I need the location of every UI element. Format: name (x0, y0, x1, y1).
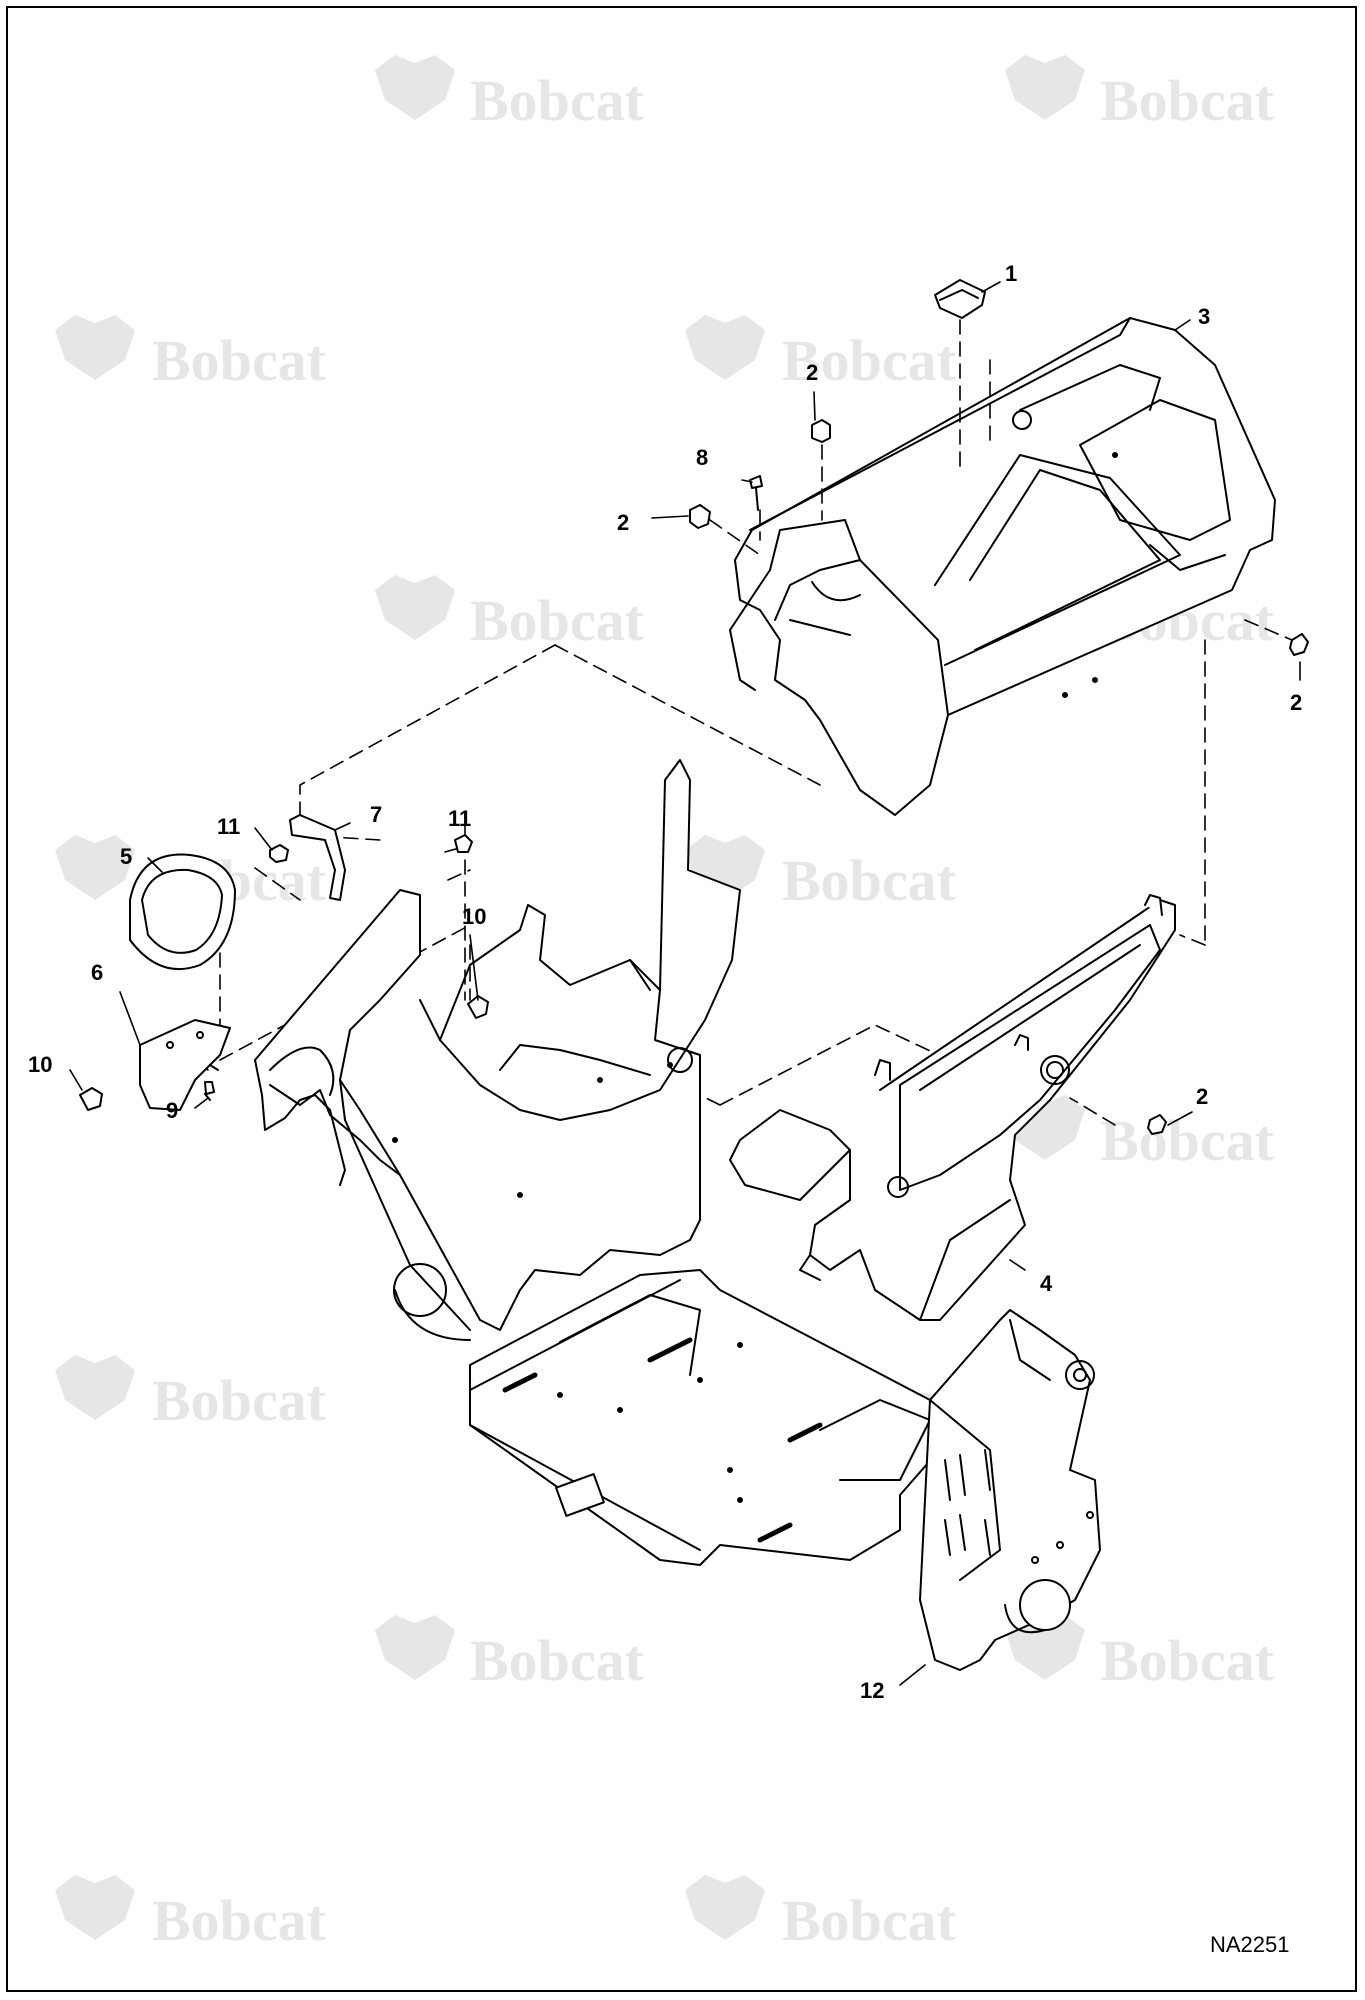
drawing-number: NA2251 (1210, 1932, 1290, 1957)
callout-7: 7 (370, 802, 383, 827)
svg-text:Bobcat: Bobcat (1100, 1628, 1275, 1693)
svg-text:Bobcat: Bobcat (782, 328, 957, 393)
floor-plate-part (469, 1269, 936, 1566)
callout-10: 10 (462, 904, 487, 929)
watermark-1: Bobcat (375, 55, 645, 133)
cover-5-part (129, 853, 236, 971)
panel-4-part (729, 894, 1176, 1321)
watermark-4: Bobcat (685, 315, 957, 393)
svg-text:Bobcat: Bobcat (152, 328, 327, 393)
watermark-14: Bobcat (1005, 1615, 1275, 1693)
svg-text:Bobcat: Bobcat (1100, 68, 1275, 133)
mount-12-part (919, 1309, 1101, 1671)
svg-text:Bobcat: Bobcat (152, 1888, 327, 1953)
svg-text:Bobcat: Bobcat (470, 588, 645, 653)
cap-part (934, 279, 986, 319)
watermark-5: Bobcat (375, 575, 645, 653)
watermark-10: Bobcat (1005, 1095, 1275, 1173)
callout-10: 10 (28, 1052, 53, 1077)
svg-text:Bobcat: Bobcat (782, 1888, 957, 1953)
svg-text:Bobcat: Bobcat (152, 1368, 327, 1433)
callout-12: 12 (860, 1678, 885, 1703)
watermark-8: Bobcat (685, 835, 957, 913)
watermark-15: Bobcat (55, 1875, 327, 1953)
watermark-13: Bobcat (375, 1615, 645, 1693)
callout-11: 11 (217, 814, 241, 839)
callout-11: 11 (448, 806, 472, 831)
callout-2: 2 (1196, 1084, 1209, 1109)
watermark-16: Bobcat (685, 1875, 957, 1953)
callout-3: 3 (1198, 304, 1211, 329)
watermark-3: Bobcat (55, 315, 327, 393)
callout-6: 6 (91, 960, 104, 985)
svg-text:Bobcat: Bobcat (782, 848, 957, 913)
pin-10-parts (79, 995, 489, 1111)
callout-4: 4 (1040, 1271, 1053, 1296)
bracket-6-part (139, 1019, 231, 1111)
bracket-7-part (269, 814, 473, 901)
callout-2: 2 (617, 510, 630, 535)
callout-2: 2 (1290, 690, 1303, 715)
callout-8: 8 (696, 445, 709, 470)
callout-5: 5 (120, 844, 133, 869)
leader-lines (69, 281, 1301, 1686)
svg-text:Bobcat: Bobcat (470, 68, 645, 133)
console-cover-part (729, 317, 1276, 816)
main-frame-part (254, 759, 741, 1341)
svg-text:Bobcat: Bobcat (1100, 1108, 1275, 1173)
drawing-border (6, 6, 1357, 1992)
callout-9: 9 (166, 1098, 179, 1123)
callout-1: 1 (1005, 261, 1018, 286)
svg-text:Bobcat: Bobcat (470, 1628, 645, 1693)
callout-2: 2 (806, 360, 819, 385)
watermark-11: Bobcat (55, 1355, 327, 1433)
fastener-parts (689, 419, 1309, 1135)
watermark-2: Bobcat (1005, 55, 1275, 133)
